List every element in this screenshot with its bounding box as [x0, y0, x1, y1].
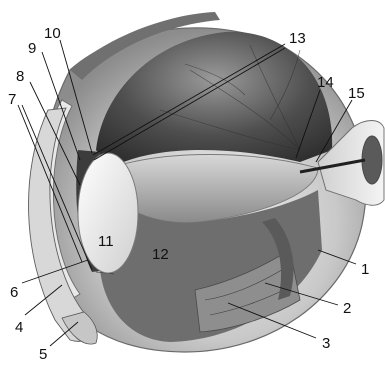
label-4: 4 — [15, 319, 23, 336]
label-5: 5 — [39, 346, 47, 363]
label-15: 15 — [348, 85, 365, 102]
label-3: 3 — [322, 335, 330, 352]
label-9: 9 — [28, 40, 36, 57]
label-2: 2 — [343, 300, 351, 317]
lens — [78, 153, 138, 273]
label-10: 10 — [44, 25, 61, 42]
label-11: 11 — [98, 233, 114, 250]
label-14: 14 — [317, 74, 334, 91]
label-1: 1 — [361, 261, 369, 278]
label-6: 6 — [10, 284, 18, 301]
label-12: 12 — [152, 246, 169, 263]
label-7: 7 — [8, 91, 16, 108]
label-13: 13 — [289, 30, 306, 47]
label-8: 8 — [16, 68, 24, 85]
